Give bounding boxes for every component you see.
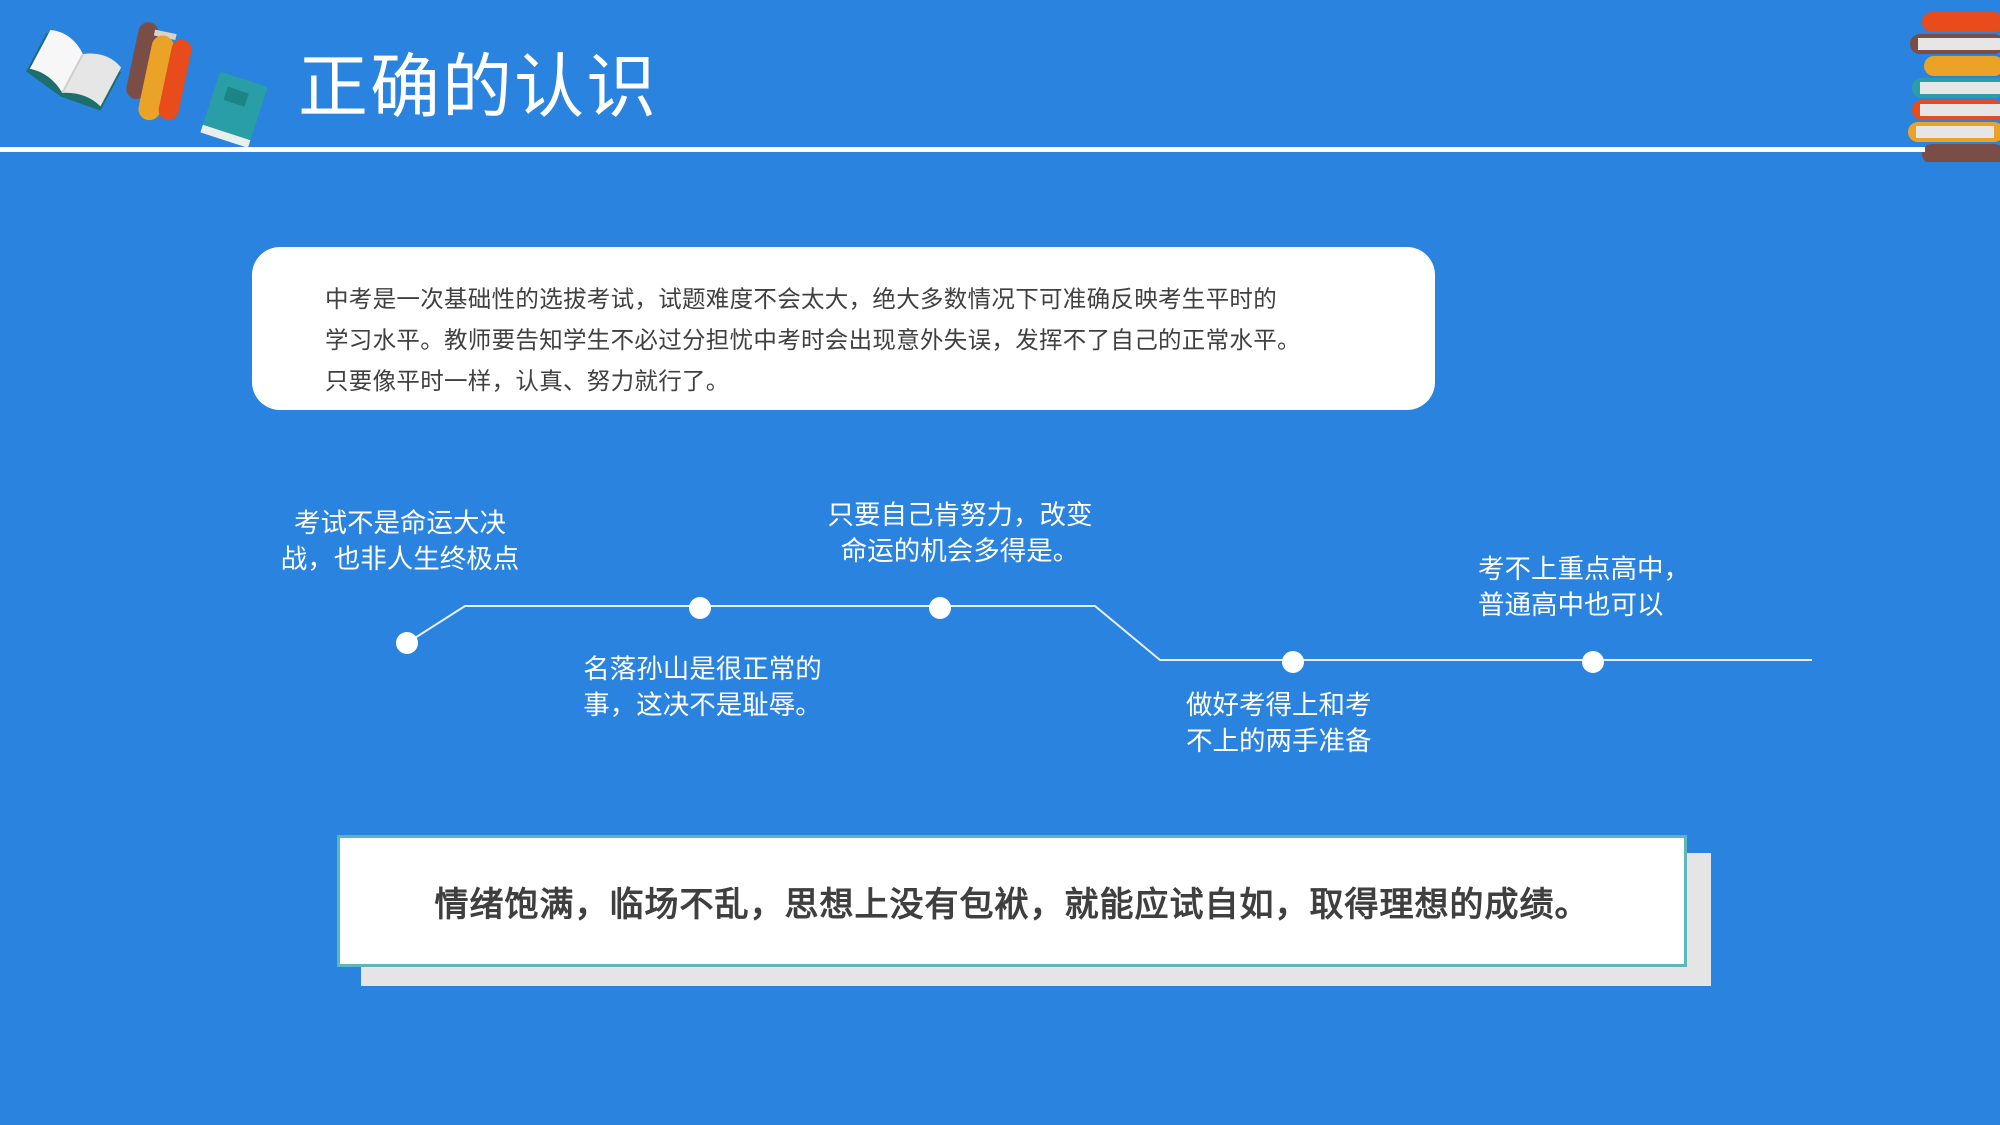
intro-line: 学习水平。教师要告知学生不必过分担忧中考时会出现意外失误，发挥不了自己的正常水平… <box>325 326 1301 354</box>
intro-line: 中考是一次基础性的选拔考试，试题难度不会太大，绝大多数情况下可准确反映考生平时的 <box>325 285 1277 313</box>
header-divider <box>0 147 1925 152</box>
label-line: 考试不是命运大决 <box>294 508 506 539</box>
label-line: 名落孙山是很正常的 <box>583 654 822 685</box>
label-line: 只要自己肯努力，改变 <box>827 500 1093 531</box>
page-title: 正确的认识 <box>298 46 658 128</box>
timeline-dot-3 <box>929 597 951 619</box>
timeline-dot-1 <box>396 632 418 654</box>
label-line: 考不上重点高中， <box>1478 554 1690 585</box>
label-line: 事，这决不是耻辱。 <box>583 690 822 721</box>
closed-book-icon <box>200 72 267 148</box>
label-line: 不上的两手准备 <box>1186 726 1372 757</box>
timeline-dot-5 <box>1582 651 1604 673</box>
timeline-label-5: 考不上重点高中， 普通高中也可以 <box>1478 552 1728 624</box>
label-line: 命运的机会多得是。 <box>840 536 1080 567</box>
timeline-label-2: 名落孙山是很正常的 事，这决不是耻辱。 <box>560 652 845 724</box>
intro-line: 只要像平时一样，认真、努力就行了。 <box>325 367 730 395</box>
book-stack-spines-icon <box>126 22 192 121</box>
intro-paragraph: 中考是一次基础性的选拔考试，试题难度不会太大，绝大多数情况下可准确反映考生平时的… <box>325 279 1405 402</box>
timeline-dot-4 <box>1282 651 1304 673</box>
timeline-label-3: 只要自己肯努力，改变 命运的机会多得是。 <box>805 498 1115 570</box>
intro-card: 中考是一次基础性的选拔考试，试题难度不会太大，绝大多数情况下可准确反映考生平时的… <box>252 247 1435 410</box>
label-line: 普通高中也可以 <box>1478 590 1664 621</box>
open-book-icon <box>26 29 122 111</box>
timeline-label-1: 考试不是命运大决 战，也非人生终极点 <box>260 506 540 578</box>
label-line: 做好考得上和考 <box>1186 690 1372 721</box>
summary-text: 情绪饱满，临场不乱，思想上没有包袱，就能应试自如，取得理想的成绩。 <box>434 884 1590 925</box>
label-line: 战，也非人生终极点 <box>280 544 520 575</box>
summary-card: 情绪饱满，临场不乱，思想上没有包袱，就能应试自如，取得理想的成绩。 <box>337 835 1687 967</box>
stacked-books-icon <box>1908 12 2000 162</box>
timeline-label-4: 做好考得上和考 不上的两手准备 <box>1186 688 1406 760</box>
timeline-dot-2 <box>689 597 711 619</box>
